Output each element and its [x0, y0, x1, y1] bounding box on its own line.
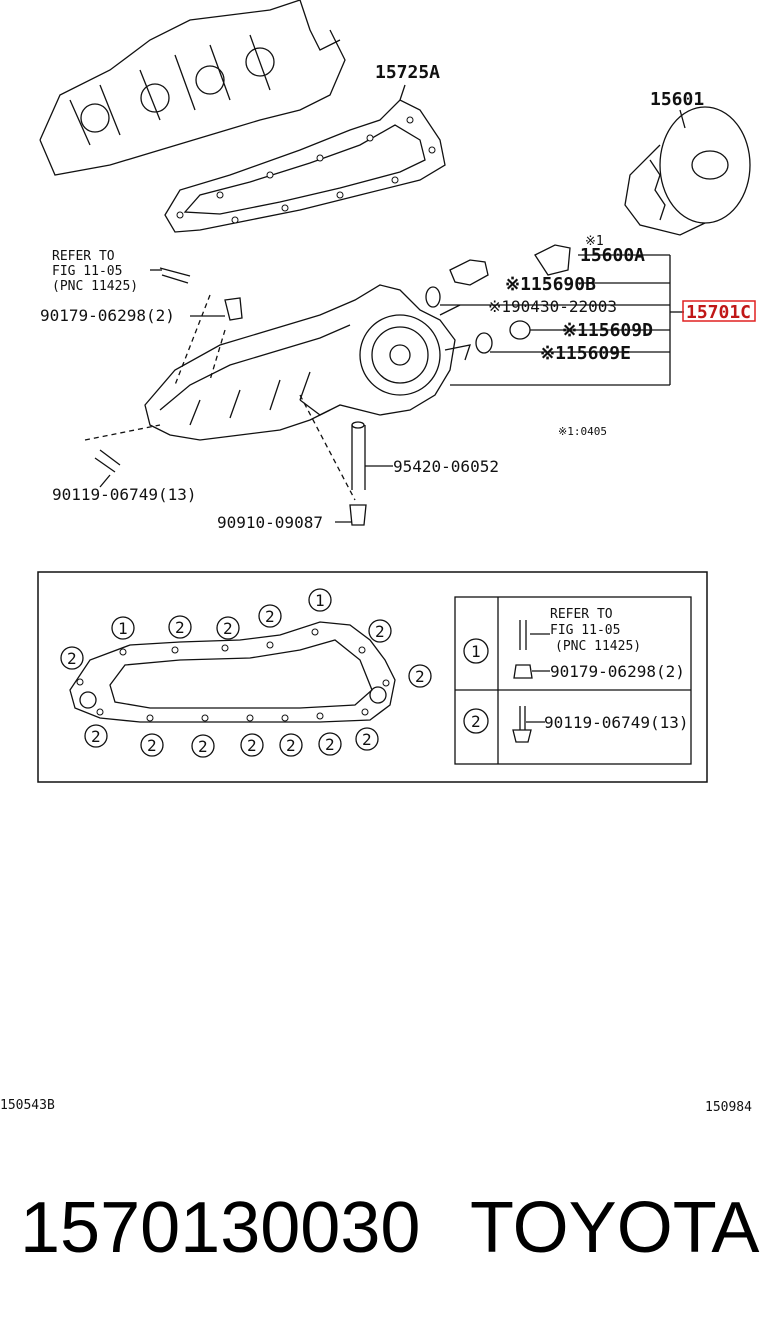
gasket-15725a-drawing: [164, 84, 446, 233]
inset-frame: [37, 571, 708, 783]
brand-name: TOYOTA: [470, 1188, 760, 1268]
inset-gasket-drawing: [69, 621, 396, 723]
table-row1-circle: [463, 638, 489, 664]
svg-text:2: 2: [67, 649, 77, 668]
table-refer-2: FIG 11-05: [550, 623, 620, 638]
table-row2-circle: [463, 708, 489, 734]
label-95420: 95420-06052: [393, 457, 499, 476]
label-15701c[interactable]: 15701C: [686, 302, 751, 323]
table-row1-part: 90179-06298(2): [550, 662, 685, 681]
svg-text:2: 2: [175, 618, 185, 637]
label-90910: 90910-09087: [217, 513, 323, 532]
table-refer-3: (PNC 11425): [555, 639, 641, 654]
svg-text:2: 2: [286, 736, 296, 755]
footer-code-right: 150984: [705, 1100, 752, 1115]
refer-line2: FIG 11-05: [52, 264, 122, 279]
refer-line1: REFER TO: [52, 249, 115, 264]
label-90430: ※190430-22003: [488, 297, 617, 316]
svg-text:2: 2: [375, 622, 385, 641]
svg-text:2: 2: [325, 735, 335, 754]
label-15609d: ※115609D: [562, 320, 653, 341]
label-15600a: 15600A: [580, 245, 645, 266]
part-number: 1570130030: [20, 1188, 421, 1268]
label-90119: 90119-06749(13): [52, 485, 197, 504]
label-15725a: 15725A: [375, 62, 440, 83]
bolt-table: 1 2 REFER TO FIG 11-05 (PNC 11425) 90179…: [454, 596, 692, 765]
oil-cooler-body-drawing: [144, 284, 471, 441]
svg-text:2: 2: [415, 667, 425, 686]
table-row2-part: 90119-06749(13): [544, 713, 689, 732]
footer-code-left: 150543B: [0, 1098, 55, 1113]
refer-line3: (PNC 11425): [52, 279, 138, 294]
svg-text:2: 2: [198, 737, 208, 756]
leader-lines: [84, 254, 684, 523]
label-90179: 90179-06298(2): [40, 306, 175, 325]
label-15690b: ※115690B: [505, 274, 596, 295]
label-date-note: ※1:0405: [558, 425, 607, 438]
svg-text:2: 2: [362, 730, 372, 749]
svg-text:2: 2: [147, 736, 157, 755]
svg-text:2: 2: [223, 619, 233, 638]
callout-one: 1 1: [111, 588, 332, 640]
svg-text:1: 1: [118, 619, 128, 638]
label-15601: 15601: [650, 89, 704, 110]
table-row1-num: 1: [471, 642, 481, 661]
label-15609e: ※115609E: [540, 343, 631, 364]
table-refer-1: REFER TO: [550, 607, 613, 622]
engine-block-drawing: [39, 0, 346, 176]
oil-filter-drawing: [624, 106, 751, 236]
svg-text:1: 1: [315, 591, 325, 610]
label-star1: ※1: [585, 234, 604, 249]
highlight-box: [682, 300, 756, 322]
svg-text:2: 2: [247, 736, 257, 755]
callout-two: 2 2 2 2 2 2 2 2 2 2 2 2 2: [60, 604, 432, 758]
gasket-bolt-callouts: 1 1 2 2 2 2 2 2 2 2 2 2 2 2 2: [60, 588, 432, 758]
table-row2-num: 2: [471, 712, 481, 731]
svg-text:2: 2: [265, 607, 275, 626]
svg-text:2: 2: [91, 727, 101, 746]
